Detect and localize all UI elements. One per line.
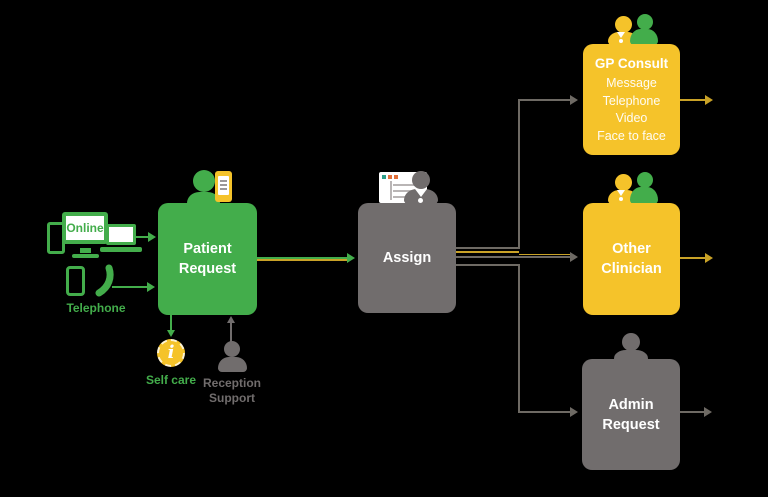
patient-assign-line-green	[257, 257, 347, 259]
monitor-icon: Online	[62, 212, 108, 244]
online-label: Online	[66, 220, 104, 235]
gp-patient-body-icon	[630, 29, 658, 45]
reception-arrow-head	[227, 316, 235, 323]
gp-consult-item-video: Video	[615, 111, 648, 125]
gp-consult-item-face-to-face: Face to face	[597, 128, 666, 143]
reception-support-line2: Support	[209, 390, 255, 405]
branch-middle-yellow-line	[519, 254, 570, 255]
branch-down-vertical	[518, 264, 520, 413]
gp-stethoscope-icon	[619, 39, 623, 43]
self-care-label: Self care	[145, 373, 197, 387]
receptionist-icon	[224, 341, 240, 357]
admin-request-title-line2: Request	[602, 416, 660, 433]
info-icon: i	[157, 339, 185, 367]
other-clinician-title-line2: Clinician	[601, 261, 662, 277]
gp-consult-item-message: Message	[606, 76, 657, 90]
assign-title: Assign	[382, 250, 432, 266]
gp-out-line	[680, 99, 706, 101]
telephone-label: Telephone	[66, 301, 126, 315]
info-icon-glyph: i	[167, 342, 175, 363]
telephone-arrow-head	[147, 282, 155, 292]
gp-doctor-icon	[615, 16, 632, 33]
other-patient-body-icon	[630, 187, 658, 204]
branch-yellow-line	[456, 251, 519, 253]
stethoscope-icon	[418, 198, 423, 203]
branch-top-line	[456, 247, 520, 249]
patient-assign-line-yellow	[257, 259, 349, 261]
admin-request-title-line1: Admin	[608, 396, 654, 413]
gp-patient-icon	[637, 14, 653, 30]
other-clinician-node: Other Clinician	[583, 203, 680, 315]
admin-out-line	[680, 411, 705, 413]
laptop-screen-icon	[106, 224, 136, 245]
reception-support-label: Reception Support	[196, 376, 268, 405]
other-stethoscope-icon	[619, 197, 623, 201]
patient-request-node: Patient Request	[158, 203, 257, 315]
smartphone-icon	[66, 266, 85, 296]
other-out-arrow-head	[705, 253, 713, 263]
branch-middle-line	[456, 256, 570, 258]
telephone-arrow-line	[112, 286, 148, 288]
gp-out-arrow-head	[705, 95, 713, 105]
reception-line	[230, 322, 232, 342]
patient-assign-arrow-head	[347, 253, 355, 263]
reception-support-line1: Reception	[202, 376, 261, 390]
handset-icon	[95, 264, 114, 297]
assign-doctor-collar-icon	[415, 189, 427, 197]
other-in-arrow-head	[570, 252, 578, 262]
admin-in-arrow-head	[570, 407, 578, 417]
gp-in-arrow-head	[570, 95, 578, 105]
receptionist-body-icon	[218, 357, 247, 372]
other-clinician-title-line1: Other	[612, 241, 651, 257]
branch-bottom-line	[456, 264, 520, 266]
other-out-line	[680, 257, 706, 259]
patient-request-title-line1: Patient	[183, 241, 232, 257]
assign-node: Assign	[358, 203, 456, 313]
patient-request-title-line2: Request	[178, 261, 237, 277]
other-patient-icon	[637, 172, 653, 188]
gp-doctor-collar-icon	[617, 32, 625, 38]
smartphone-in-hand-icon	[215, 171, 232, 202]
online-arrow-head	[148, 232, 156, 242]
admin-in-line	[518, 411, 570, 413]
gp-in-line	[518, 99, 570, 101]
self-care-arrow-head	[167, 330, 175, 337]
admin-out-arrow-head	[704, 407, 712, 417]
assign-doctor-icon	[412, 171, 430, 189]
admin-request-node: Admin Request	[582, 359, 680, 470]
gp-consult-node: GP Consult Message Telephone Video Face …	[583, 44, 680, 155]
branch-up-vertical	[518, 100, 520, 249]
admin-person-icon	[622, 333, 640, 351]
gp-consult-item-telephone: Telephone	[602, 93, 661, 108]
laptop-base-icon	[100, 247, 142, 252]
other-doctor-collar-icon	[617, 190, 625, 196]
other-doctor-icon	[615, 174, 632, 191]
gp-consult-title: GP Consult	[594, 56, 669, 71]
monitor-base-icon	[72, 254, 99, 258]
online-arrow-line	[136, 236, 150, 238]
patient-person-icon	[193, 170, 215, 192]
monitor-stand-icon	[80, 248, 91, 253]
self-care-arrow-line	[170, 314, 172, 331]
